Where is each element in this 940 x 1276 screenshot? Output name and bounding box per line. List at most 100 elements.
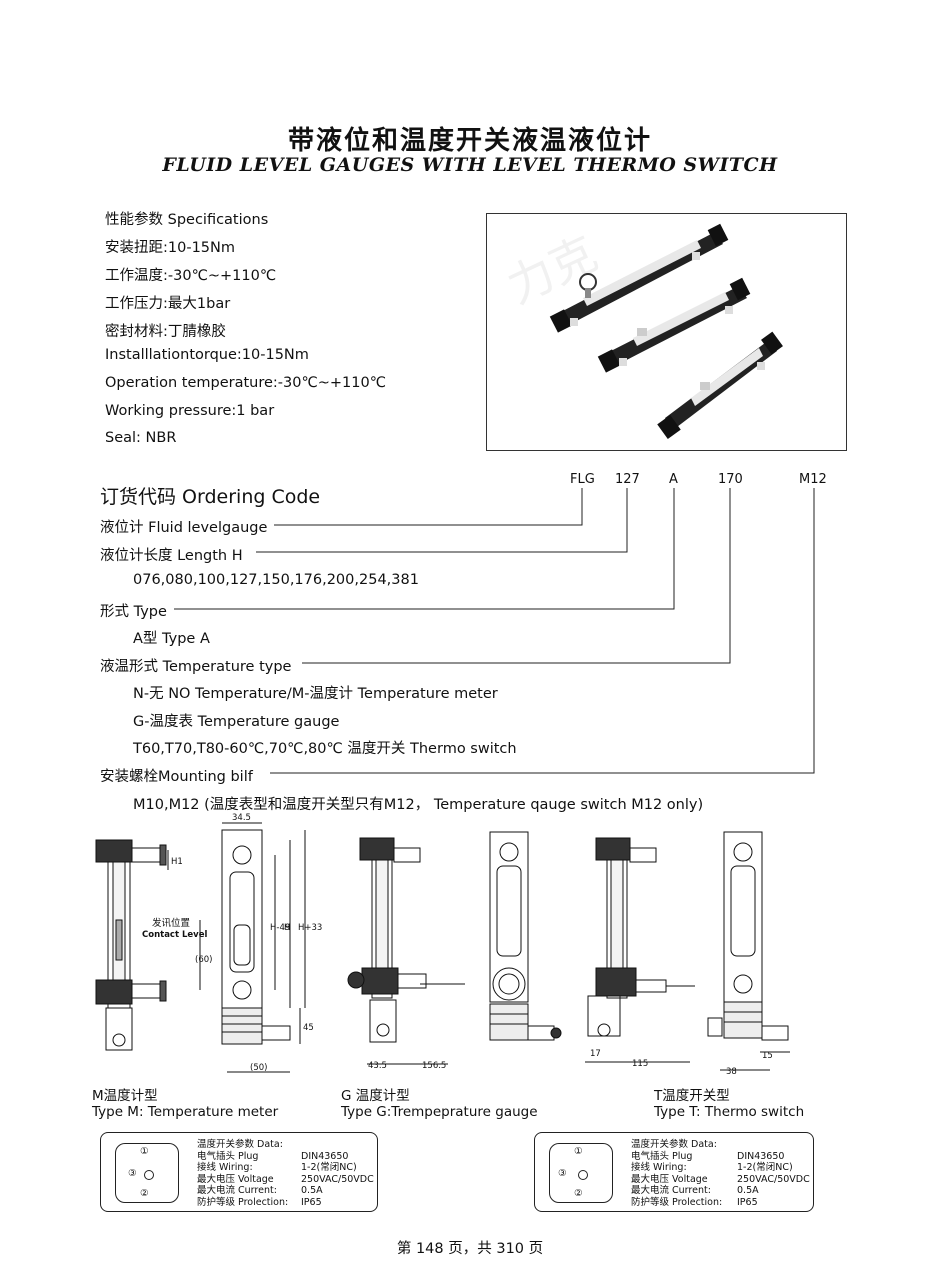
data-table: 温度开关参数 Data: 电气插头 Plug DIN43650 接线 Wiring… — [197, 1139, 374, 1208]
technical-drawings: 34.5 H1 H-49 H H+33 (60) 45 (50) 43.5 15… — [95, 813, 790, 1077]
code-length: 127 — [615, 472, 640, 487]
data-value: 1-2(常闭NC) — [301, 1162, 357, 1173]
order-temp-option-g: G-温度表 Temperature gauge — [133, 714, 340, 730]
order-row-fluid: 液位计 Fluid levelgauge — [100, 520, 268, 536]
gauge-medium — [597, 277, 751, 373]
contact-level-cn: 发讯位置 — [152, 917, 190, 929]
ordering-code-heading: 订货代码 Ordering Code — [100, 486, 321, 508]
data-value: 250VAC/50VDC — [737, 1173, 810, 1185]
dim-43-5: 43.5 — [368, 1061, 387, 1071]
spec-item: 安装扭距:10-15Nm — [105, 240, 235, 256]
data-value: 250VAC/50VDC — [301, 1173, 374, 1185]
data-label: 防护等级 Prolection: — [197, 1196, 289, 1208]
plug-pinout-diagram: ① ② ③ — [115, 1143, 179, 1203]
spec-heading: 性能参数 Specifications — [105, 212, 269, 228]
ground-icon — [578, 1170, 588, 1180]
order-mounting-value: M10,M12 (温度表型和温度开关型只有M12， Temperature qa… — [133, 797, 704, 813]
gauge-short — [657, 331, 783, 439]
caption-type-g-en: Type G:Trempeprature gauge — [341, 1104, 538, 1120]
data-value: DIN43650 — [301, 1150, 349, 1162]
dim-50: (50) — [250, 1063, 267, 1073]
data-label: 电气插头 Plug — [197, 1150, 259, 1162]
spec-item: Seal: NBR — [105, 430, 177, 446]
order-row-temperature: 液温形式 Temperature type — [100, 659, 292, 675]
pin-3-label: ③ — [558, 1168, 567, 1179]
spec-item: 工作压力:最大1bar — [105, 296, 231, 312]
data-table: 温度开关参数 Data: 电气插头 Plug DIN43650 接线 Wiring… — [631, 1139, 810, 1208]
type-t-front-view — [707, 831, 790, 1071]
order-row-mounting: 安装螺栓Mounting bilf — [100, 769, 253, 785]
pin-2-label: ② — [140, 1188, 149, 1199]
dim-h1: H1 — [171, 857, 183, 867]
page-title-cn: 带液位和温度开关液温液位计 — [287, 126, 652, 156]
dim-156-5: 156.5 — [422, 1061, 446, 1071]
data-value: DIN43650 — [737, 1150, 785, 1162]
caption-type-t-en: Type T: Thermo switch — [654, 1104, 805, 1120]
data-label: 最大电压 Voltage — [631, 1173, 708, 1185]
spec-item: Operation temperature:-30℃~+110℃ — [105, 375, 387, 391]
page-number: 第 148 页，共 310 页 — [396, 1241, 544, 1257]
order-row-length: 液位计长度 Length H — [100, 548, 243, 564]
spec-item: 工作温度:-30℃~+110℃ — [105, 268, 277, 284]
dim-60: (60) — [195, 955, 212, 965]
caption-type-m-cn: M温度计型 — [92, 1088, 158, 1104]
ground-icon — [144, 1170, 154, 1180]
data-heading: 温度开关参数 Data: — [197, 1139, 283, 1150]
order-length-values: 076,080,100,127,150,176,200,254,381 — [133, 572, 419, 588]
data-label: 防护等级 Prolection: — [631, 1196, 723, 1208]
order-temp-option-t: T60,T70,T80-60℃,70℃,80℃ 温度开关 Thermo swit… — [133, 741, 517, 757]
data-value: 1-2(常闭NC) — [737, 1162, 793, 1173]
dim-h49: H-49 — [270, 923, 290, 933]
caption-type-t: T温度开关型 Type T: Thermo switch — [654, 1088, 804, 1120]
data-label: 接线 Wiring: — [631, 1162, 687, 1173]
data-value: 0.5A — [301, 1185, 323, 1196]
data-label: 接线 Wiring: — [197, 1162, 253, 1173]
dim-17: 17 — [590, 1049, 601, 1059]
caption-type-m-en: Type M: Temperature meter — [92, 1104, 279, 1120]
data-value: IP65 — [737, 1196, 758, 1208]
pin-2-label: ② — [574, 1188, 583, 1199]
code-type: A — [669, 472, 678, 487]
page-title-en: FLUID LEVEL GAUGES WITH LEVEL THERMO SWI… — [162, 154, 778, 176]
pin-1-label: ① — [574, 1146, 583, 1157]
data-heading: 温度开关参数 Data: — [631, 1139, 717, 1150]
spec-item: Installlationtorque:10-15Nm — [105, 347, 309, 363]
gauge-long — [549, 223, 729, 333]
code-flg: FLG — [570, 472, 595, 487]
data-value: 0.5A — [737, 1185, 759, 1196]
type-m-front-view — [167, 822, 306, 1073]
order-temp-option-n-m: N-无 NO Temperature/M-温度计 Temperature met… — [133, 686, 498, 702]
contact-level-en: Contact Level — [142, 930, 207, 940]
product-photo: 力克 — [486, 213, 847, 451]
thermo-switch-data-box: ① ② ③ 温度开关参数 Data: 电气插头 Plug DIN43650 接线 … — [100, 1132, 378, 1212]
plug-pinout-diagram: ① ② ③ — [549, 1143, 613, 1203]
pin-1-label: ① — [140, 1146, 149, 1157]
dim-15: 15 — [762, 1051, 773, 1061]
data-label: 最大电流 Current: — [631, 1185, 711, 1196]
spec-item: Working pressure:1 bar — [105, 403, 275, 419]
dim-h: H — [284, 923, 290, 933]
type-m-side-view — [95, 839, 167, 1051]
caption-type-g-cn: G 温度计型 — [341, 1088, 410, 1104]
data-value: IP65 — [301, 1196, 322, 1208]
type-g-front-view — [489, 831, 562, 1041]
code-mounting: M12 — [799, 472, 827, 487]
thermo-switch-data-box-2: ① ② ③ 温度开关参数 Data: 电气插头 Plug DIN43650 接线 … — [534, 1132, 814, 1212]
caption-type-t-cn: T温度开关型 — [654, 1088, 730, 1104]
dim-45: 45 — [303, 1023, 314, 1033]
ordering-code-leader-lines — [174, 488, 815, 774]
dim-width-top: 34.5 — [232, 813, 251, 823]
data-label: 最大电流 Current: — [197, 1185, 277, 1196]
pin-3-label: ③ — [128, 1168, 137, 1179]
caption-type-g: G 温度计型 Type G:Trempeprature gauge — [341, 1088, 538, 1120]
dim-h33: H+33 — [298, 923, 322, 933]
dim-38: 38 — [726, 1067, 737, 1077]
caption-type-m: M温度计型 Type M: Temperature meter — [92, 1088, 278, 1120]
type-g-side-view — [347, 837, 465, 1065]
type-t-side-view — [585, 837, 695, 1063]
order-type-value: A型 Type A — [133, 631, 210, 647]
data-label: 最大电压 Voltage — [197, 1173, 274, 1185]
code-temperature: 170 — [718, 472, 743, 487]
data-label: 电气插头 Plug — [631, 1150, 693, 1162]
spec-item: 密封材料:丁腈橡胶 — [105, 324, 226, 340]
